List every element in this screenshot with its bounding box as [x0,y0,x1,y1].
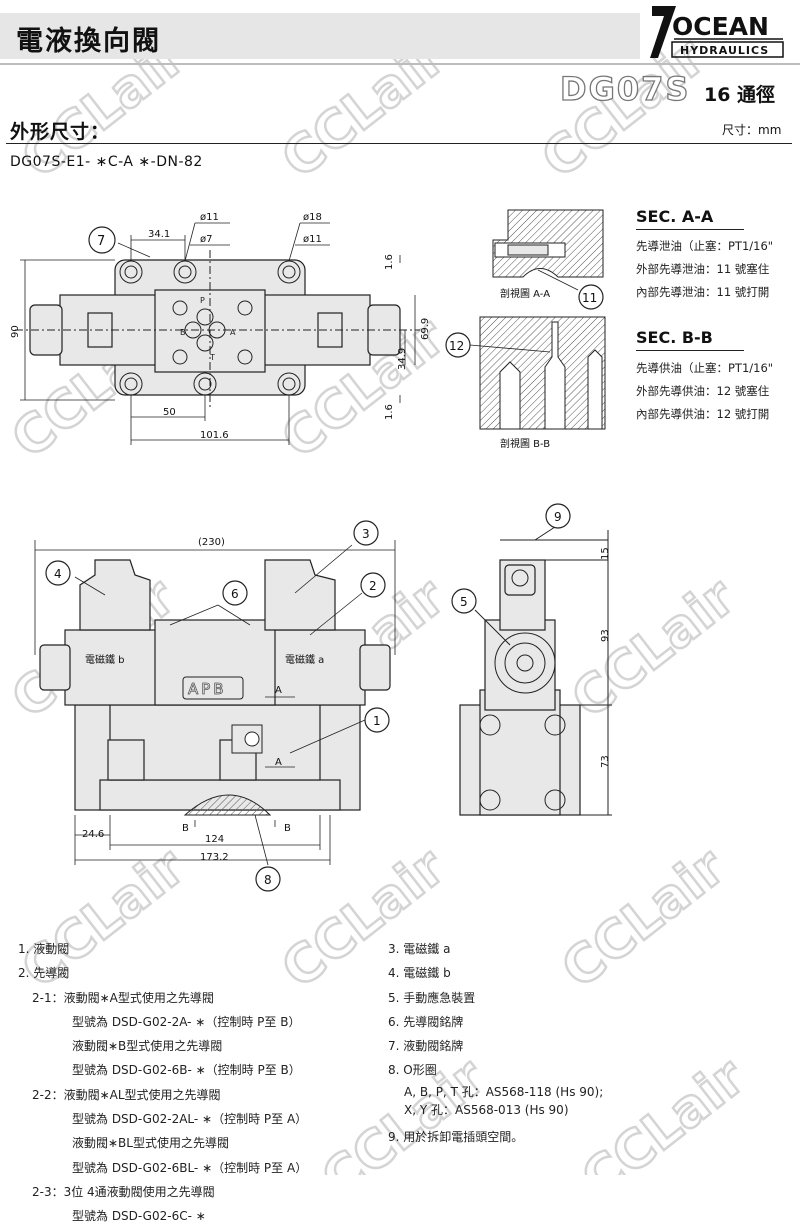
sec-bb-notes: 先導供油（止塞：PT1/16" 外部先導供油：12 號塞住 內部先導供油：12 … [636,361,774,421]
callout-1: 1 [364,707,390,733]
header-rule [0,63,800,65]
sec-aa-notes: 先導泄油（止塞：PT1/16" 外部先導泄油：11 號塞住 內部先導泄油：11 … [636,239,774,299]
svg-text:ø7: ø7 [200,234,212,245]
svg-text:(230): (230) [198,537,225,548]
sec-bb-title: SEC. B-B [636,328,713,347]
svg-text:HYDRAULICS: HYDRAULICS [680,44,769,57]
svg-text:APB: APB [188,680,227,698]
callout-7: 7 [88,226,116,254]
notes-left: 1. 液動閥 2. 先導閥 2-1：液動閥∗A型式使用之先導閥 型號為 DSD-… [18,942,308,1224]
svg-text:T: T [209,353,215,362]
callout-5: 5 [451,588,477,614]
ocean-logo: OCEAN HYDRAULICS [650,6,784,58]
callout-8: 8 [255,866,281,892]
notes-right: 3. 電磁鐵 a 4. 電磁鐵 b 5. 手動應急裝置 6. 先導閥銘牌 7. … [388,942,604,1144]
callout-12: 12 [445,332,471,358]
title-bar [0,13,640,59]
callout-3: 3 [353,520,379,546]
section-rule [6,143,792,144]
section-bb-drawing: 剖視圖 B-B 12 [445,316,606,450]
svg-text:124: 124 [205,834,224,845]
svg-text:50: 50 [163,407,176,418]
svg-text:69.9: 69.9 [420,318,431,340]
model-size: 16 通徑 [704,84,776,106]
svg-text:101.6: 101.6 [200,430,229,441]
unit-label: 尺寸：mm [722,123,782,137]
callout-9: 9 [545,503,571,529]
svg-text:12: 12 [449,339,464,353]
svg-text:1: 1 [373,714,381,728]
svg-text:ø11: ø11 [200,212,219,223]
svg-text:剖視圖 B-B: 剖視圖 B-B [500,437,550,450]
svg-text:A: A [275,757,282,768]
sec-aa-title: SEC. A-A [636,207,714,226]
svg-text:ø18: ø18 [303,212,322,223]
svg-text:7: 7 [97,234,105,249]
svg-text:ø11: ø11 [303,234,322,245]
svg-text:34.9: 34.9 [397,348,408,370]
top-view-drawing: P B A T 34.1 ø11 ø7 ø18 ø11 1.6 90 [10,212,431,445]
side-view-drawing: 15 93 73 9 5 [451,503,612,816]
svg-text:5: 5 [460,595,468,609]
svg-text:剖視圖 A-A: 剖視圖 A-A [500,287,550,300]
svg-text:4: 4 [54,567,62,581]
section-title: 外形尺寸： [10,121,111,143]
model-number: DG07S-E1- ∗C-A ∗-DN-82 [10,154,203,170]
svg-text:1.6: 1.6 [384,254,395,270]
model-code: DG07S [559,69,691,108]
svg-text:A: A [275,685,282,696]
svg-text:A: A [230,328,236,337]
callout-11: 11 [578,284,604,310]
front-callouts: 4 6 3 2 1 8 [45,520,390,892]
section-aa-drawing: 剖視圖 A-A 11 [492,209,604,310]
svg-text:34.1: 34.1 [148,229,170,240]
svg-text:B: B [284,823,291,834]
svg-text:15: 15 [600,547,611,560]
svg-text:B: B [180,328,186,337]
svg-text:電磁鐵 a: 電磁鐵 a [285,653,324,666]
svg-text:1.6: 1.6 [384,404,395,420]
page-title: 電液換向閥 [16,26,161,57]
svg-text:電磁鐵 b: 電磁鐵 b [85,653,125,666]
svg-text:73: 73 [600,755,611,768]
svg-text:3: 3 [362,527,370,541]
svg-text:2: 2 [369,579,377,593]
svg-text:8: 8 [264,873,272,887]
callout-6: 6 [222,580,248,606]
svg-text:B: B [182,823,189,834]
svg-text:P: P [200,296,205,305]
svg-text:6: 6 [231,587,239,601]
svg-text:173.2: 173.2 [200,852,229,863]
svg-text:24.6: 24.6 [82,829,104,840]
svg-text:9: 9 [554,510,562,524]
svg-text:90: 90 [10,325,21,338]
svg-text:93: 93 [600,629,611,642]
sec-aa-underline [636,229,744,230]
svg-text:11: 11 [582,291,597,305]
front-view-drawing: (230) 24.6 124 173.2 電磁鐵 b 電磁鐵 a A A B B… [34,520,396,892]
callout-2: 2 [360,572,386,598]
svg-text:OCEAN: OCEAN [672,12,769,41]
callout-4: 4 [45,560,71,586]
sec-bb-underline [636,350,744,351]
